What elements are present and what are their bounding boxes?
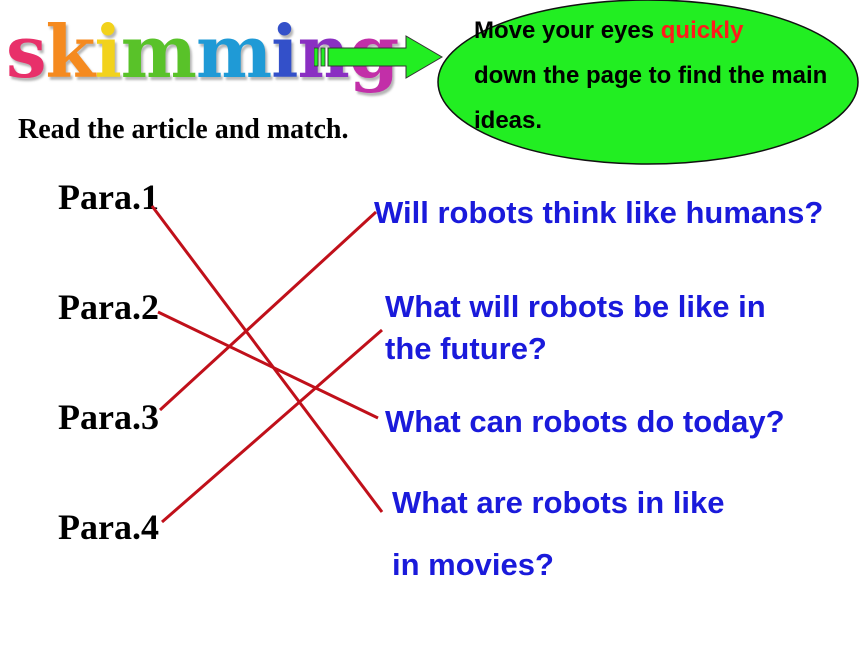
title-letter: s [6,9,47,94]
title-letter: m [195,9,272,94]
arrow-right-icon [314,35,443,79]
title-letter: i [271,9,298,94]
para-label-3: Para.3 [58,397,159,437]
tip-bubble [437,0,859,165]
para-label-1: Para.1 [58,177,159,217]
question-today: What can robots do today? [385,404,785,439]
para-label-2: Para.2 [58,287,159,327]
question-movies-line1: What are robots in like [392,485,725,520]
title-letter: k [45,9,96,94]
tip-text: Move your eyes quickly down the page to f… [474,8,834,143]
instruction: Read the article and match. [18,114,349,145]
skimming-title: skimming [6,9,399,94]
question-future-line1: What will robots be like in [385,289,766,324]
question-think-like-humans: Will robots think like humans? [374,195,824,230]
question-future-line2: the future? [385,331,547,366]
tip-highlight: quickly [660,17,744,44]
title-letter: m [120,9,197,94]
match-line-para1 [150,205,384,513]
question-movies-line2: in movies? [392,547,554,582]
tip-text-rest: down the page to find the main ideas. [474,62,828,134]
match-line-para2 [157,310,379,420]
match-line-para4 [161,328,383,524]
para-label-4: Para.4 [58,507,159,547]
match-line-para3 [158,210,378,412]
tip-text-start: Move your eyes [474,17,661,44]
title-letter: i [94,9,121,94]
